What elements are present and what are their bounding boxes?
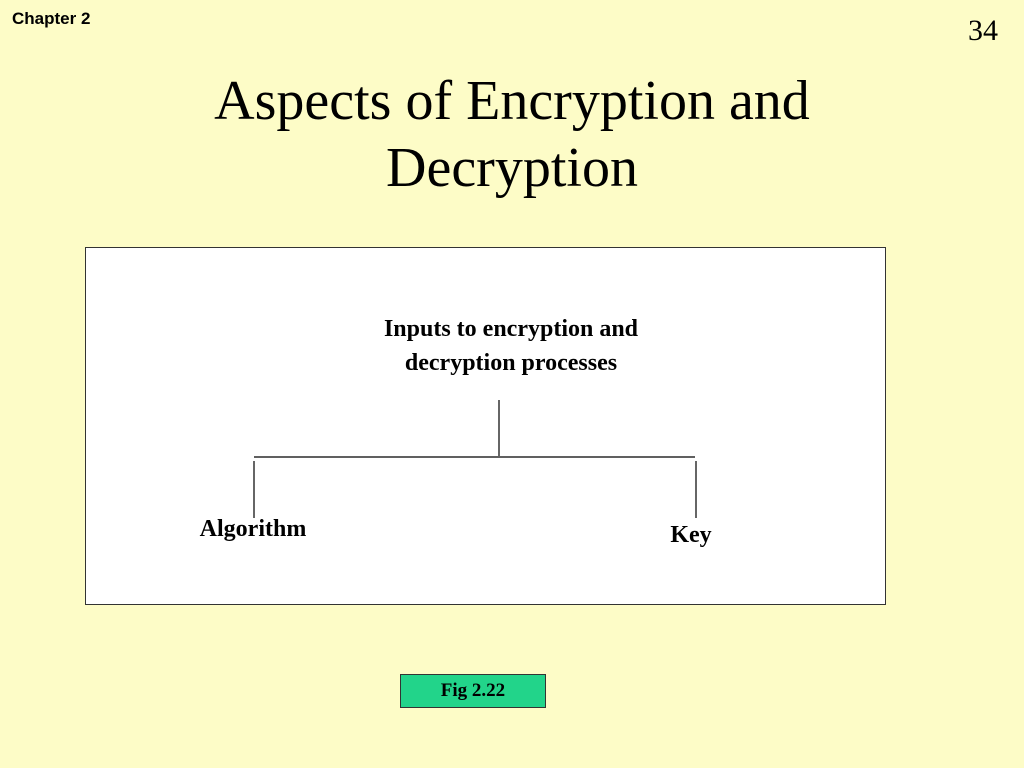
chapter-label: Chapter 2 [12,9,91,28]
page-number: 34 [968,14,998,47]
root-node-line-2: decryption processes [404,350,618,376]
slide-title-line-1: Aspects of Encryption and [214,70,810,132]
slide-title-line-2: Decryption [386,137,638,200]
algorithm-node-label: Algorithm [199,516,307,542]
diagram-box: Inputs to encryption and decryption proc… [85,247,886,605]
key-node-label: Key [670,522,712,548]
tree-connectors [253,400,697,518]
figure-caption: Fig 2.22 [400,674,546,708]
root-node-label: Inputs to encryption and decryption proc… [336,312,686,380]
slide-title: Aspects of Encryption and Decryption [0,68,1024,202]
root-node-line-1: Inputs to encryption and [383,316,639,342]
